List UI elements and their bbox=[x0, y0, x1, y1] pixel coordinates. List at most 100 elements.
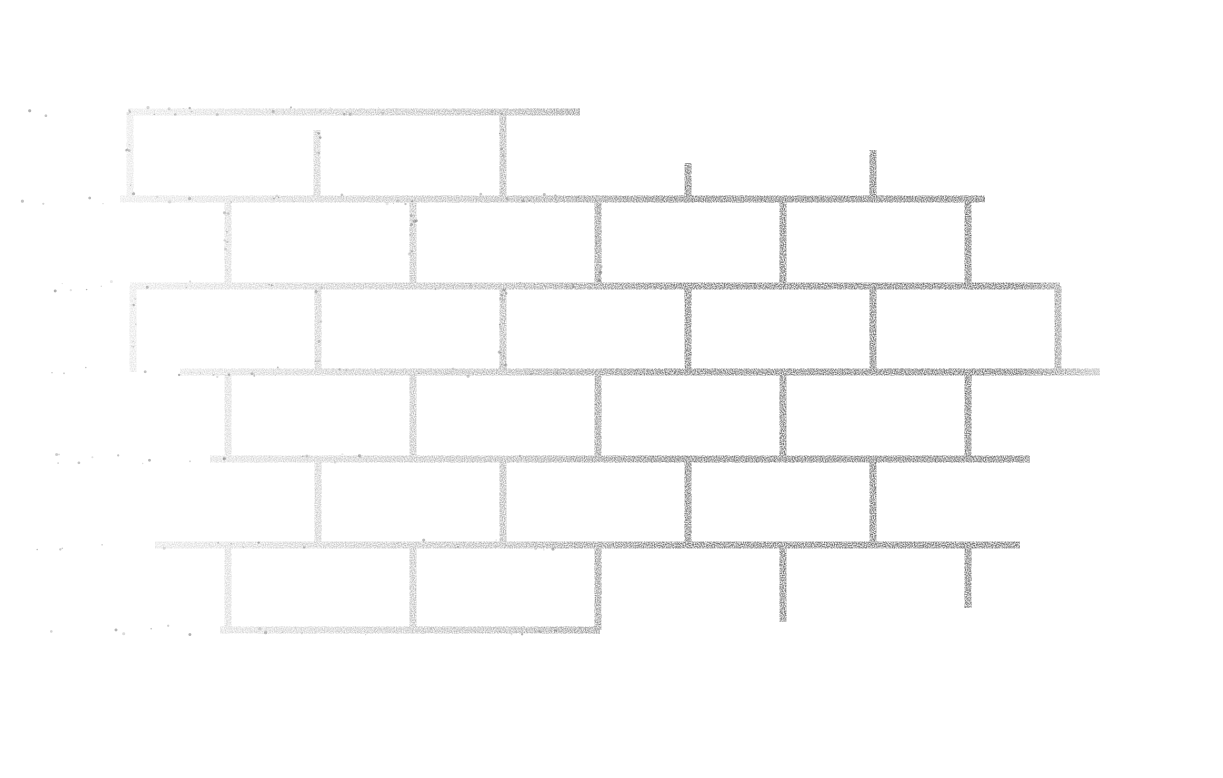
speckle bbox=[167, 624, 170, 627]
speckle bbox=[595, 242, 598, 244]
speckle bbox=[188, 197, 192, 201]
speckle bbox=[571, 285, 575, 289]
speckle bbox=[599, 270, 603, 274]
mortar-lines bbox=[120, 108, 1100, 634]
speckle bbox=[598, 279, 601, 282]
speckle bbox=[69, 289, 72, 292]
speckle bbox=[491, 110, 494, 113]
speckle bbox=[230, 201, 232, 203]
speckle bbox=[122, 632, 126, 636]
speckle bbox=[216, 375, 219, 378]
speckle bbox=[268, 283, 270, 286]
mortar-vertical-line bbox=[684, 163, 692, 199]
speckle bbox=[61, 283, 63, 285]
speckle bbox=[253, 374, 256, 377]
speckle bbox=[229, 226, 231, 228]
speckle bbox=[177, 373, 181, 377]
speckle bbox=[226, 231, 228, 233]
speckle bbox=[381, 111, 384, 115]
speckle bbox=[502, 128, 505, 131]
speckle bbox=[409, 214, 413, 218]
speckle bbox=[341, 453, 344, 456]
speckle bbox=[501, 298, 504, 301]
speckle bbox=[555, 371, 558, 375]
mortar-horizontal-line bbox=[155, 541, 1020, 549]
mortar-vertical-line bbox=[594, 372, 602, 459]
mortar-vertical-line bbox=[869, 150, 877, 199]
speckle bbox=[437, 196, 439, 198]
speckle bbox=[314, 290, 318, 294]
speckle bbox=[150, 627, 153, 630]
mortar-horizontal-line bbox=[180, 368, 1100, 376]
speckle bbox=[404, 202, 407, 206]
speckle bbox=[276, 366, 279, 369]
speckle bbox=[396, 199, 400, 203]
speckle bbox=[222, 457, 226, 461]
speckle bbox=[28, 109, 32, 113]
speckle bbox=[340, 193, 344, 197]
speckle bbox=[215, 113, 219, 117]
speckle bbox=[102, 203, 104, 205]
speckle bbox=[264, 631, 268, 635]
speckle bbox=[124, 149, 128, 152]
speckle bbox=[282, 112, 284, 114]
speckle bbox=[143, 370, 147, 374]
speckle bbox=[393, 203, 395, 204]
speckle bbox=[500, 363, 503, 366]
speckle bbox=[258, 627, 262, 631]
speckle bbox=[226, 240, 229, 244]
speckle bbox=[504, 363, 508, 367]
speckle bbox=[502, 355, 506, 358]
speckle bbox=[410, 223, 413, 227]
mortar-vertical-line bbox=[1054, 286, 1062, 372]
speckle bbox=[77, 461, 81, 465]
speckle bbox=[199, 372, 202, 374]
speckle bbox=[117, 454, 120, 457]
speckle bbox=[217, 541, 220, 544]
speckle bbox=[88, 196, 92, 200]
speckle bbox=[499, 353, 501, 355]
speckle bbox=[319, 109, 322, 112]
speckle bbox=[132, 303, 135, 307]
speckle bbox=[20, 199, 24, 203]
speckle bbox=[500, 112, 503, 115]
mortar-vertical-line bbox=[594, 199, 602, 286]
mortar-vertical-line bbox=[779, 372, 787, 459]
speckle bbox=[272, 197, 275, 200]
speckle bbox=[226, 212, 230, 215]
speckle bbox=[422, 538, 426, 542]
mortar-vertical-line bbox=[224, 372, 232, 459]
speckle bbox=[131, 340, 134, 343]
speckle bbox=[132, 346, 135, 348]
speckle bbox=[301, 632, 303, 635]
speckle bbox=[528, 199, 531, 202]
speckle bbox=[319, 136, 322, 139]
mortar-horizontal-line bbox=[120, 195, 985, 203]
speckle bbox=[271, 109, 275, 113]
speckle bbox=[305, 454, 309, 458]
speckle bbox=[173, 114, 175, 116]
speckle bbox=[274, 374, 277, 376]
speckle bbox=[134, 297, 137, 301]
speckle bbox=[167, 107, 171, 111]
speckle bbox=[501, 319, 503, 321]
speckle bbox=[320, 286, 324, 290]
speckle bbox=[357, 454, 362, 458]
speckle bbox=[190, 371, 193, 374]
speckle bbox=[519, 281, 522, 284]
mortar-vertical-line bbox=[409, 545, 417, 630]
mortar-vertical-line bbox=[869, 459, 877, 545]
speckle bbox=[185, 286, 188, 289]
speckle bbox=[134, 323, 137, 326]
speckle bbox=[338, 368, 341, 371]
speckle bbox=[317, 339, 321, 343]
speckle bbox=[498, 366, 501, 369]
speckle bbox=[520, 633, 524, 636]
speckle bbox=[275, 194, 279, 197]
speckle bbox=[156, 195, 159, 199]
speckle bbox=[445, 372, 447, 374]
speckle bbox=[397, 542, 399, 544]
speckle bbox=[551, 547, 555, 551]
speckle bbox=[521, 199, 525, 203]
speckle bbox=[51, 372, 53, 374]
